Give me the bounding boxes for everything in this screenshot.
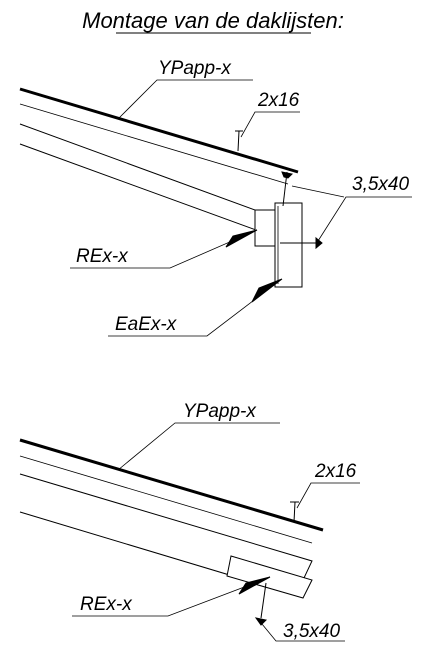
top-leader-screw: [317, 196, 412, 242]
bottom-roof-panel-underside: [19, 455, 313, 544]
top-label-roof: YPapp-x: [158, 58, 232, 79]
diagram-title: Montage van de daklijsten:: [82, 8, 344, 33]
bottom-leader-roof: [117, 422, 280, 471]
top-leader-screw-2: [291, 185, 345, 198]
top-detail: YPapp-x 2x16 3,5x40 REx-x EaEx-x: [19, 58, 412, 337]
top-fascia-board: [274, 202, 303, 288]
bottom-arrow-strip: [238, 576, 271, 595]
top-label-screw: 3,5x40: [352, 174, 409, 195]
top-leader-clip: [240, 111, 300, 138]
bottom-label-screw: 3,5x40: [283, 621, 340, 642]
top-label-strip: REx-x: [76, 246, 129, 267]
top-roof-panel: [19, 87, 299, 174]
bottom-screw: [254, 582, 268, 626]
top-vertical-screw: [281, 171, 294, 207]
top-label-clip: 2x16: [257, 90, 300, 111]
bottom-leader-strip: [72, 577, 269, 617]
bottom-leader-screw: [261, 623, 345, 642]
top-arrow-fascia: [251, 278, 283, 303]
top-leader-roof: [117, 79, 253, 120]
bottom-label-clip: 2x16: [314, 461, 357, 482]
bottom-clip: [290, 501, 299, 523]
top-label-fascia: EaEx-x: [115, 314, 178, 335]
bottom-label-roof: YPapp-x: [183, 401, 257, 422]
top-clip: [235, 130, 243, 152]
top-rafter: [19, 123, 285, 231]
bottom-roof-panel: [19, 438, 324, 532]
top-arrow-strip: [225, 229, 258, 248]
bottom-label-strip: REx-x: [80, 594, 133, 615]
top-leader-strip: [70, 230, 256, 269]
bottom-leader-clip: [296, 482, 360, 509]
top-roof-panel-underside: [19, 103, 289, 185]
top-horizontal-screw: [280, 236, 323, 250]
bottom-detail: YPapp-x 2x16 REx-x 3,5x40: [19, 401, 360, 642]
